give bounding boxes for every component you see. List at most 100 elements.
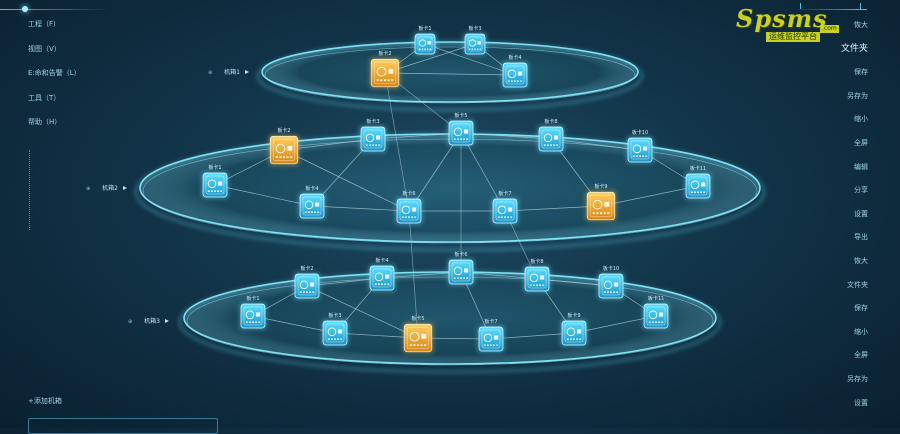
board-card-normal[interactable]: 板卡9: [560, 312, 588, 347]
chip-icon: [315, 202, 320, 207]
board-card-normal[interactable]: 板卡3: [463, 25, 487, 56]
toolbar-item[interactable]: 文件夹: [840, 43, 868, 54]
toolbar-item[interactable]: 导出: [854, 233, 868, 242]
toolbar-item[interactable]: 恢大: [854, 21, 868, 29]
chassis-icon: ⊕: [86, 186, 90, 192]
board-card-label: 板卡7: [498, 190, 511, 197]
chip-icon: [604, 201, 610, 207]
menu-alarm[interactable]: E:命和告警（L）: [28, 69, 81, 77]
board-card-warning[interactable]: 板卡9: [585, 183, 617, 222]
chassis-ring-inner: [264, 46, 636, 104]
link-line: [384, 72, 516, 76]
board-card-label: 板卡3: [366, 118, 379, 125]
chip-icon: [464, 129, 469, 134]
board-card-label: 板卡4: [508, 54, 521, 61]
board-card-normal[interactable]: 板卡4: [368, 257, 396, 292]
toolbar-item[interactable]: 缩小: [854, 327, 868, 336]
chassis-arrow-icon[interactable]: [165, 319, 169, 323]
vertical-dots: [29, 150, 32, 230]
logo-com: .com: [820, 25, 839, 33]
toolbar-item[interactable]: 另存为: [847, 91, 868, 100]
chip-icon: [508, 207, 513, 212]
board-card-normal[interactable]: 板卡11: [642, 295, 670, 330]
board-card-normal[interactable]: 板卡3: [359, 118, 387, 153]
toolbar-item[interactable]: 编辑: [854, 162, 868, 171]
board-card-normal[interactable]: 板卡1: [239, 295, 267, 330]
link-line: [214, 184, 313, 207]
toolbar-item[interactable]: 全屏: [854, 351, 868, 360]
link-line: [384, 72, 410, 212]
right-toolbar: 恢大文件夹保存另存为缩小全屏编辑分享设置导出恢大文件夹保存缩小全屏另存为设置: [841, 19, 868, 420]
board-card-normal[interactable]: 板卡1: [201, 164, 229, 199]
disk-icon: [401, 205, 411, 215]
board-card-normal[interactable]: 板卡7: [491, 190, 519, 225]
top-left-line: [0, 9, 110, 10]
top-right-line: [795, 9, 867, 10]
board-card-normal[interactable]: 板卡5: [447, 112, 475, 147]
board-card-normal[interactable]: 板卡8: [537, 118, 565, 153]
board-card-label: 板卡2: [300, 265, 313, 272]
board-card-normal[interactable]: 板卡6: [395, 190, 423, 225]
board-card-label: 板卡4: [305, 185, 318, 192]
board-card-normal[interactable]: 板卡4: [298, 185, 326, 220]
board-card-normal[interactable]: 板卡3: [321, 312, 349, 347]
chassis-label[interactable]: 机箱2: [102, 184, 118, 192]
toolbar-item[interactable]: 全屏: [854, 138, 868, 147]
board-card-label: 板卡1: [246, 295, 259, 302]
board-card-normal[interactable]: 板卡2: [293, 265, 321, 300]
board-card-label: 板卡4: [375, 257, 388, 264]
toolbar-item[interactable]: 设置: [854, 209, 868, 218]
toolbar-item[interactable]: 恢大: [854, 256, 868, 265]
disk-icon: [409, 331, 420, 342]
disk-icon: [497, 205, 507, 215]
top-tick: [860, 3, 861, 9]
board-card-label: 板卡1: [418, 25, 431, 32]
board-card-warning[interactable]: 板卡2: [268, 127, 300, 166]
chip-icon: [577, 329, 582, 334]
board-card-label: 板卡2: [378, 50, 391, 57]
disk-icon: [468, 39, 477, 47]
board-card-label: 板卡8: [544, 118, 557, 125]
chip-icon: [376, 135, 381, 140]
board-card-normal[interactable]: 板卡1: [413, 25, 437, 56]
chip-icon: [388, 68, 394, 74]
board-card-warning[interactable]: 板卡5: [402, 315, 434, 354]
logo-subtitle: 运维监控平台: [766, 32, 820, 42]
board-card-normal[interactable]: 板卡10: [626, 129, 654, 164]
toolbar-item[interactable]: 保存: [854, 68, 868, 77]
board-card-normal[interactable]: 板卡7: [477, 318, 505, 353]
chip-icon: [310, 282, 315, 287]
chassis-label[interactable]: 机箱3: [144, 317, 160, 325]
chassis-arrow-icon[interactable]: [245, 70, 249, 74]
board-card-normal[interactable]: 板卡11: [684, 165, 712, 200]
logo-text: Spsms: [736, 4, 828, 33]
menu-view[interactable]: 视图（V）: [28, 44, 61, 53]
board-card-label: 板卡10: [603, 265, 619, 272]
link-line: [550, 138, 641, 151]
board-card-normal[interactable]: 板卡8: [523, 258, 551, 293]
chassis-label[interactable]: 机箱1: [224, 68, 240, 76]
board-card-normal[interactable]: 板卡6: [447, 251, 475, 286]
disk-icon: [603, 280, 613, 290]
disk-icon: [507, 69, 517, 79]
toolbar-item[interactable]: 设置: [854, 398, 868, 407]
menu-tools[interactable]: 工具（T）: [28, 93, 61, 102]
chassis-arrow-icon[interactable]: [123, 186, 127, 190]
toolbar-item[interactable]: 另存为: [847, 374, 868, 383]
toolbar-item[interactable]: 文件夹: [847, 280, 868, 289]
board-card-normal[interactable]: 板卡10: [597, 265, 625, 300]
board-card-normal[interactable]: 板卡4: [501, 54, 529, 89]
add-chassis-button[interactable]: +添加机箱: [28, 397, 62, 405]
disk-icon: [374, 272, 384, 282]
disk-icon: [483, 333, 493, 343]
toolbar-item[interactable]: 保存: [854, 304, 868, 313]
menu-help[interactable]: 帮助（H）: [28, 118, 62, 126]
board-card-label: 板卡11: [648, 295, 664, 302]
toolbar-item[interactable]: 分享: [854, 186, 868, 195]
board-card-label: 板卡6: [454, 251, 467, 258]
menu-project[interactable]: 工程（F）: [28, 20, 61, 28]
board-card-warning[interactable]: 板卡2: [369, 50, 401, 89]
link-line: [306, 285, 419, 339]
toolbar-item[interactable]: 缩小: [854, 115, 868, 124]
link-line: [311, 205, 410, 212]
